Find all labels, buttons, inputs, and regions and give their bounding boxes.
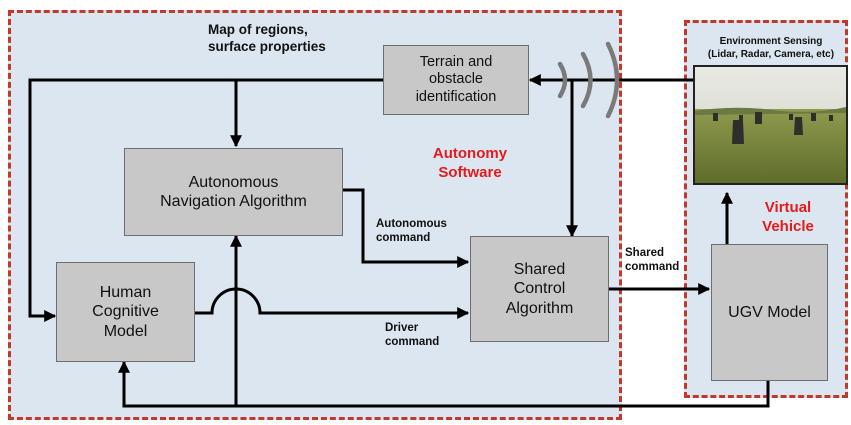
map-label: Map of regions, surface properties	[208, 22, 326, 54]
autonomy-software-label: Autonomy Software	[432, 145, 508, 181]
autonomous-command-label: Autonomous command	[376, 218, 447, 245]
ugv-model-block: UGV Model	[711, 244, 828, 381]
shared-command-label: Shared command	[625, 247, 680, 274]
wireless-signal-icon	[557, 41, 620, 119]
autonomous-navigation-block: Autonomous Navigation Algorithm	[124, 148, 343, 236]
shared-control-block: Shared Control Algorithm	[470, 236, 609, 342]
feedback-loop-line	[118, 360, 770, 408]
virtual-vehicle-label: Virtual Vehicle	[762, 199, 814, 235]
map-to-human-line	[28, 78, 383, 322]
driver-command-label: Driver command	[385, 322, 440, 349]
human-cognitive-model-block: Human Cognitive Model	[56, 262, 195, 362]
environment-sensing-label: Environment Sensing (Lidar, Radar, Camer…	[707, 36, 835, 60]
autonomous-command-arrow	[343, 188, 470, 268]
terrain-identification-block: Terrain and obstacle identification	[383, 45, 529, 115]
environment-photo	[693, 65, 848, 185]
